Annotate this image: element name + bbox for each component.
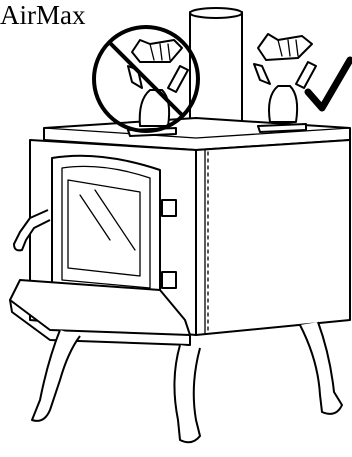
stove-body-side <box>196 140 350 335</box>
stove-fan-correct <box>254 34 316 132</box>
